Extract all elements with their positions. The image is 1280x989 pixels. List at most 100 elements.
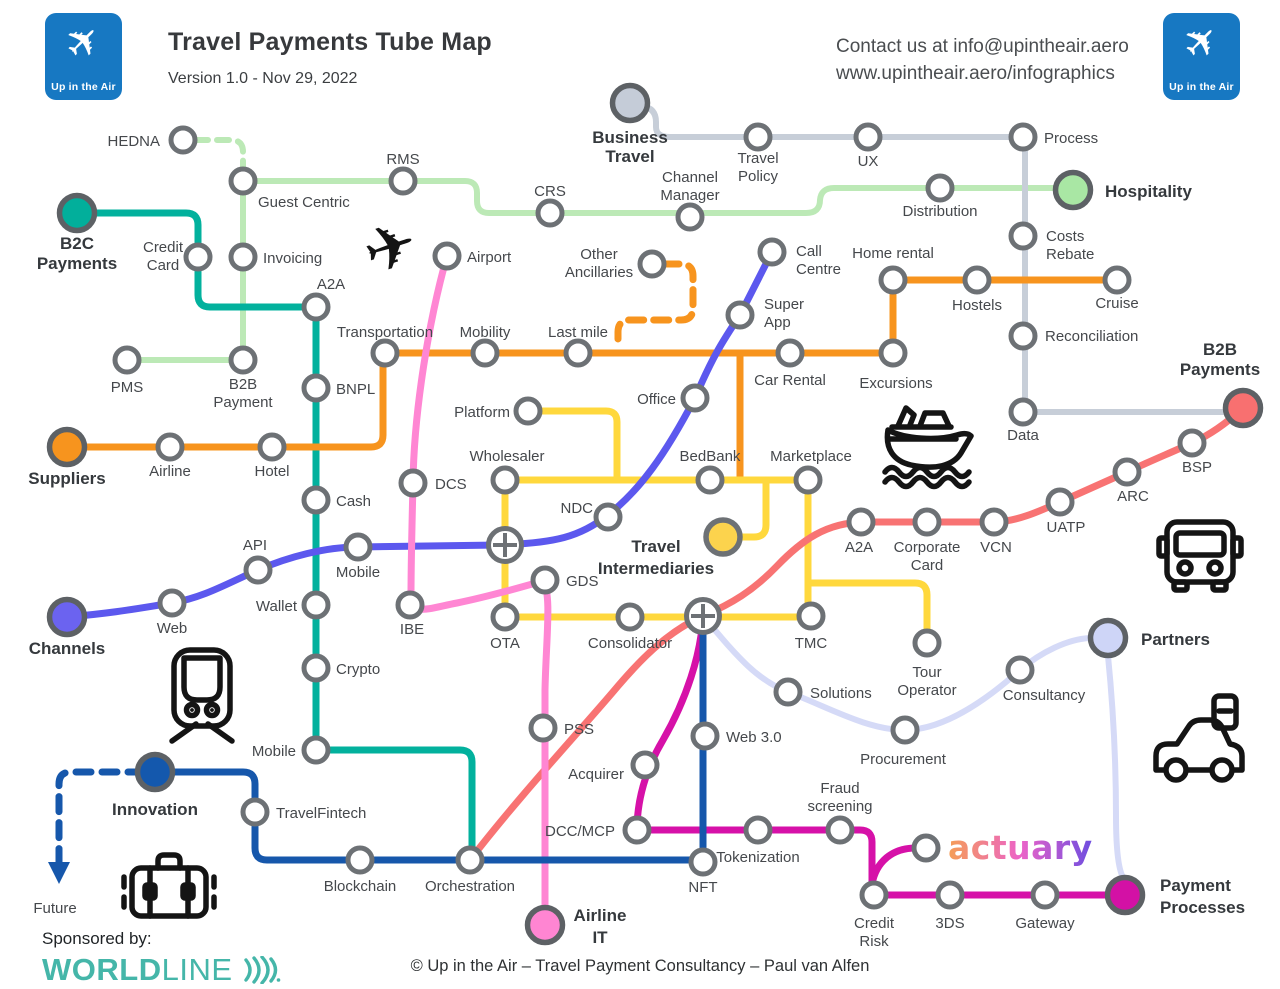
station-label-orchestration: Orchestration: [425, 878, 515, 895]
station-process: Process: [1008, 122, 1098, 152]
station-label-innovation: Innovation: [112, 800, 198, 819]
station-label-api: API: [243, 537, 267, 554]
station-pms: PMS: [111, 345, 143, 396]
station-last-mile: Last mile: [548, 324, 608, 368]
station-label-suppliers: Suppliers: [28, 469, 105, 488]
station-tmc: TMC: [795, 601, 827, 652]
station-acquirer: Acquirer: [568, 750, 660, 783]
logo-text: Up in the Air: [51, 81, 116, 93]
station-label-wholesaler: Wholesaler: [469, 448, 544, 465]
copyright: © Up in the Air – Travel Payment Consult…: [410, 957, 870, 975]
sponsor-block: Sponsored by: WORLDLINE: [42, 929, 282, 988]
station-procurement: Procurement: [860, 715, 947, 768]
car-icon: [1153, 693, 1245, 783]
station-home-rental: Home rental: [852, 245, 934, 295]
line-b2b-payments: [466, 404, 1247, 864]
version-text: Version 1.0 - Nov 29, 2022: [168, 70, 358, 87]
station-airline: Airline: [149, 432, 191, 480]
line-suppliers-path-2: [614, 260, 697, 352]
station-label-car-rental: Car Rental: [754, 372, 826, 389]
worldline-logo: WORLDLINE: [42, 952, 282, 988]
station-interchange-west: [486, 526, 524, 564]
station-label-acquirer: Acquirer: [568, 766, 624, 783]
station-interchange-central: [684, 597, 722, 635]
station-solutions: Solutions: [773, 677, 872, 707]
station-mobile-b2c: Mobile: [252, 735, 331, 765]
station-label-travelfintech: TravelFintech: [276, 805, 366, 822]
contact-line: Contact us at info@upintheair.aero: [836, 36, 1129, 57]
station-web-3-0: Web 3.0: [690, 721, 782, 751]
station-guest-centric: Guest Centric: [228, 166, 350, 211]
page-title: Travel Payments Tube Map: [168, 28, 492, 56]
station-a2a: A2A: [301, 276, 345, 322]
line-travel-intermediaries-path-0: [524, 407, 621, 484]
station-label-rms: RMS: [386, 151, 419, 168]
line-payment-processes-path-1: [633, 826, 876, 887]
station-ux: UX: [853, 122, 883, 170]
station-label-cash: Cash: [336, 493, 371, 510]
station-label-dcs: DCS: [435, 476, 467, 493]
station-car-rental: Car Rental: [754, 338, 826, 389]
station-vcn: VCN: [979, 507, 1012, 556]
station-web: Web: [157, 588, 187, 637]
station-orchestration: Orchestration: [425, 845, 515, 895]
station-pss: PSS: [528, 713, 594, 743]
station-label-ux: UX: [858, 153, 879, 170]
station-label-ndc: NDC: [561, 500, 594, 517]
station-label-mobility: Mobility: [460, 324, 511, 341]
line-travel-intermediaries: [501, 407, 931, 647]
station-hedna: HEDNA: [107, 125, 198, 155]
station-airport: Airport: [432, 241, 512, 271]
station-wallet: Wallet: [256, 590, 331, 620]
line-travel-intermediaries-path-5: [736, 476, 770, 541]
contact-block: Contact us at info@upintheair.aero www.u…: [836, 33, 1129, 87]
line-innovation-path-1: [55, 768, 147, 866]
station-a2a-corporate: A2A: [845, 507, 876, 556]
station-label-crs: CRS: [534, 183, 566, 200]
station-label-pss: PSS: [564, 721, 594, 738]
station-label-vcn: VCN: [980, 539, 1012, 556]
line-hospitality-path-0: [193, 137, 246, 173]
station-office: Office: [637, 383, 710, 413]
station-label-marketplace: Marketplace: [770, 448, 852, 465]
station-hostels: Hostels: [952, 265, 1002, 314]
station-crs: CRS: [534, 183, 566, 228]
station-label-nft: NFT: [688, 879, 717, 896]
ship-icon: [882, 405, 974, 490]
station-bnpl: BNPL: [301, 373, 375, 403]
station-cruise: Cruise: [1095, 265, 1139, 312]
station-label-bedbank: BedBank: [680, 448, 741, 465]
station-label-gds: GDS: [566, 573, 599, 590]
station-mobile-channels: Mobile: [336, 532, 380, 581]
station-label-mobile-channels: Mobile: [336, 564, 380, 581]
future-label: Future: [33, 900, 76, 917]
station-api: API: [243, 537, 273, 585]
station-innovation: Innovation: [112, 751, 198, 819]
line-innovation: [48, 612, 707, 884]
station-label-transportation: Transportation: [337, 324, 433, 341]
sponsored-by-label: Sponsored by:: [42, 929, 152, 948]
station-consultancy: Consultancy: [1003, 655, 1086, 704]
line-innovation-path-0: [151, 612, 707, 864]
logo-text: Up in the Air: [1169, 81, 1234, 93]
station-invoicing: Invoicing: [228, 242, 322, 272]
station-label-reconciliation: Reconciliation: [1045, 328, 1138, 345]
station-label-gateway: Gateway: [1015, 915, 1075, 932]
line-hospitality: [124, 137, 1065, 363]
line-innovation-arrowhead-icon: [48, 862, 70, 884]
